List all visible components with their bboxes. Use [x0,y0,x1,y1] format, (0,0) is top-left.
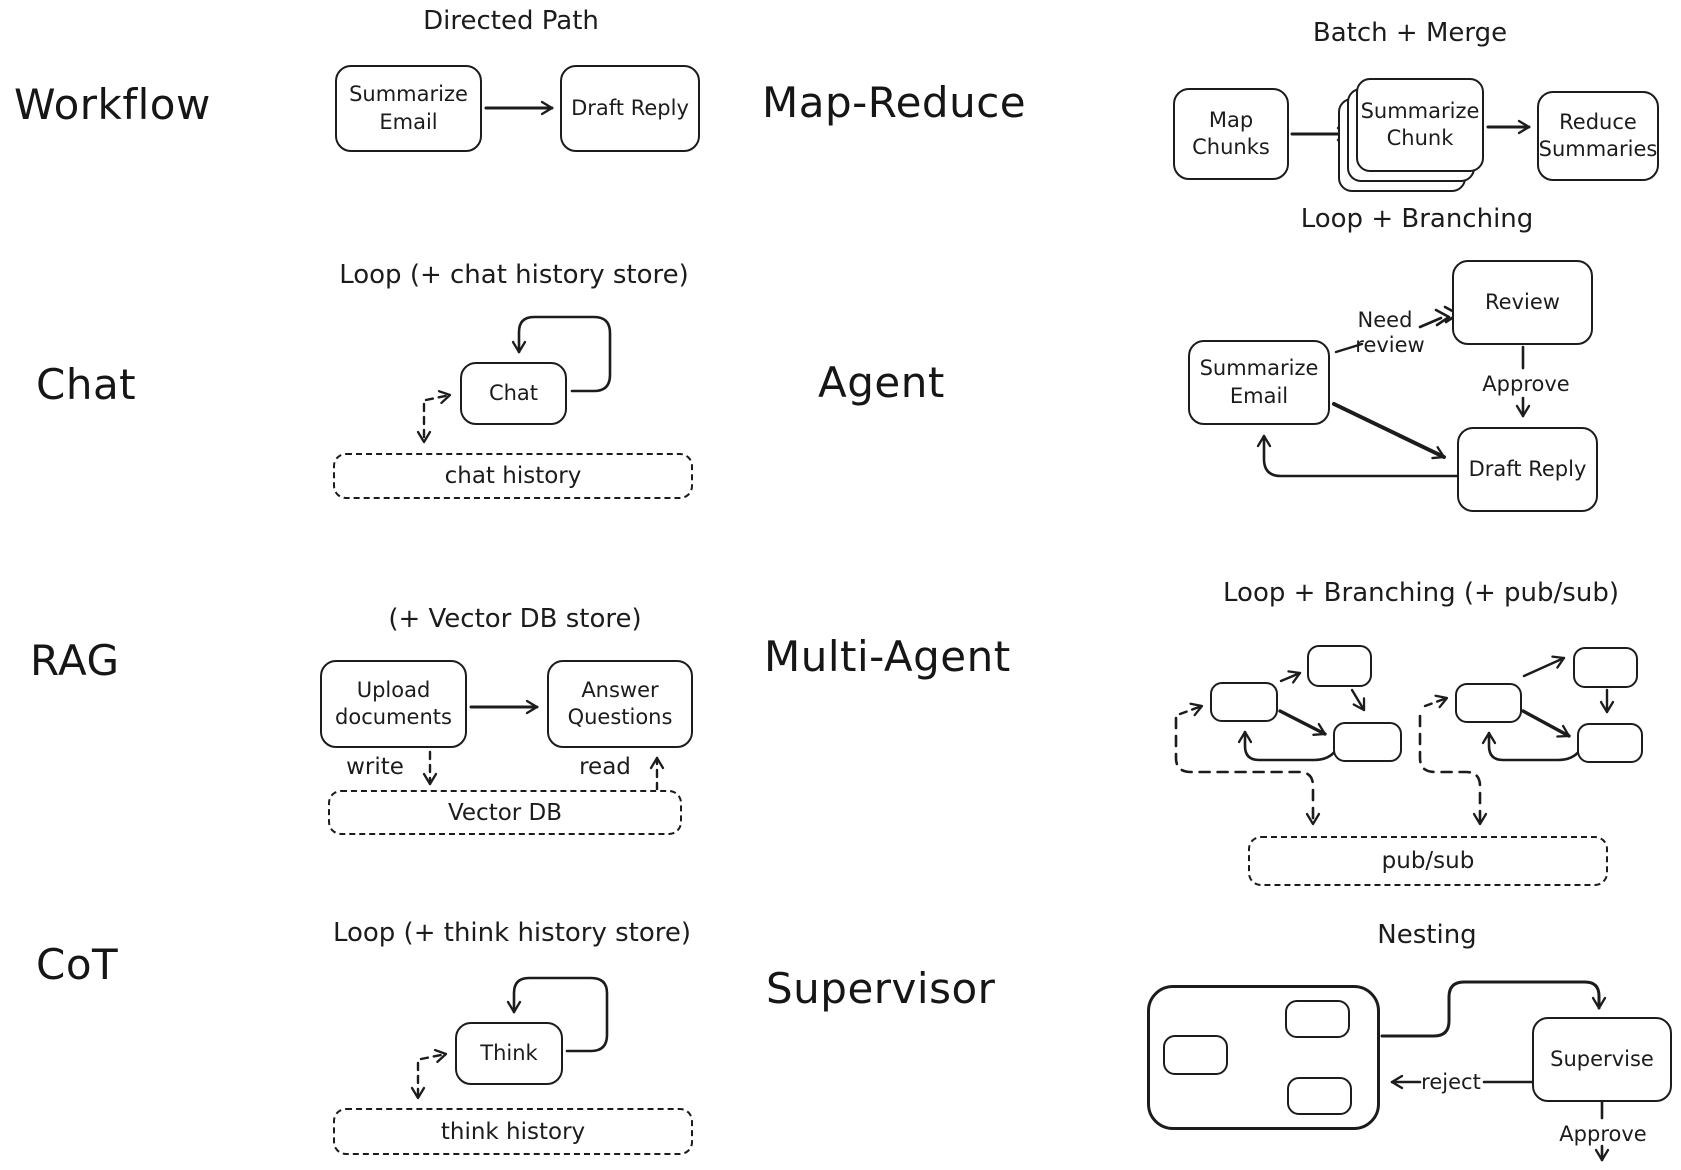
multi-agent-pubsub-store: pub/sub [1248,836,1608,886]
multi-agent-left-node-c [1333,722,1402,762]
supervisor-inner-node-c [1287,1077,1352,1115]
workflow-label: Workflow [14,80,211,129]
chat-title: Loop (+ chat history store) [339,260,689,290]
supervisor-inner-node-b [1285,1000,1350,1038]
rag-edge-label-write: write [346,754,404,780]
multi-agent-right-node-a [1455,683,1522,723]
chat-node-chat: Chat [460,362,567,425]
rag-node-answer-questions: Answer Questions [547,660,693,748]
map-reduce-node-reduce-summaries: Reduce Summaries [1537,91,1659,181]
multi-agent-right-node-c [1577,723,1643,763]
multi-agent-label: Multi-Agent [764,632,1011,681]
supervisor-edge-label-reject: reject [1421,1070,1481,1094]
agent-edge-label-need: Need [1357,308,1413,332]
map-reduce-node-summarize-chunk: Summarize Chunk [1356,78,1484,172]
workflow-title: Directed Path [423,6,599,36]
supervisor-inner-node-a [1163,1035,1228,1075]
workflow-node-summarize-email: Summarize Email [335,65,482,152]
agent-label: Agent [818,358,945,407]
rag-edge-label-read: read [579,754,631,780]
workflow-node-draft-reply: Draft Reply [560,65,700,152]
rag-label: RAG [30,636,120,685]
supervisor-edge-label-approve: Approve [1559,1122,1647,1146]
agent-edge-label-approve: Approve [1482,372,1570,396]
supervisor-node-supervise: Supervise [1532,1017,1672,1102]
cot-label: CoT [36,940,119,989]
agent-node-review: Review [1452,260,1593,345]
multi-agent-left-node-b [1307,645,1372,687]
multi-agent-left-node-a [1210,682,1278,722]
cot-think-history-store: think history [333,1108,693,1155]
map-reduce-label: Map-Reduce [762,78,1027,127]
agent-title: Loop + Branching [1300,204,1534,234]
chat-history-store: chat history [333,453,693,499]
rag-vector-db-store: Vector DB [328,790,682,835]
supervisor-title: Nesting [1377,920,1477,950]
supervisor-label: Supervisor [766,964,996,1013]
multi-agent-title: Loop + Branching (+ pub/sub) [1223,578,1619,608]
cot-title: Loop (+ think history store) [332,918,692,948]
rag-title: (+ Vector DB store) [388,604,642,634]
map-reduce-node-map-chunks: Map Chunks [1173,88,1289,180]
agent-edge-label-review: review [1355,333,1425,357]
agent-node-summarize-email: Summarize Email [1188,340,1330,425]
map-reduce-title: Batch + Merge [1312,18,1508,48]
multi-agent-right-node-b [1573,647,1638,688]
chat-label: Chat [36,360,137,409]
cot-node-think: Think [455,1022,563,1085]
agent-node-draft-reply: Draft Reply [1457,427,1598,512]
rag-node-upload-documents: Upload documents [320,660,467,748]
